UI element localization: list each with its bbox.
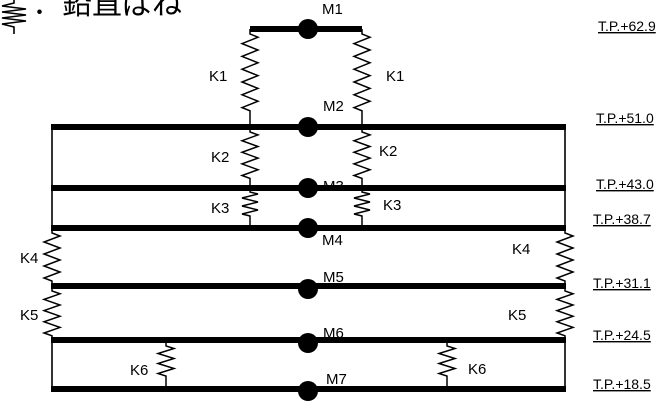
spring-label-k2-left: K2 [211, 149, 229, 166]
mass-point-m3 [298, 178, 318, 198]
frame-lines [51, 127, 566, 389]
mass-point-m4 [298, 218, 318, 238]
mass-label-m1: M1 [322, 1, 343, 18]
spring-label-k3-left: K3 [211, 200, 229, 217]
spring-k2-left [239, 127, 261, 188]
level-label-31-1: T.P.+31.1 [593, 275, 651, 291]
mass-label-m7: M7 [326, 371, 347, 388]
spring-label-k1-left: K1 [209, 68, 227, 85]
legend-text: ：鉛直ばね [32, 0, 182, 21]
spring-label-k5-left: K5 [20, 307, 38, 324]
spring-k5-right [554, 286, 576, 340]
spring-labels: K1 K1 K2 K2 K3 K3 K4 K4 K5 K5 K6 K6 [20, 68, 530, 379]
spring-label-k5-right: K5 [508, 307, 526, 324]
spring-k2-right [351, 127, 373, 188]
spring-label-k6-left: K6 [130, 362, 148, 379]
legend: ：鉛直ばね [1, 0, 182, 34]
spring-k1-left [239, 29, 261, 127]
level-label-51-0: T.P.+51.0 [596, 110, 654, 126]
spring-k6-right [436, 340, 458, 389]
mass-labels: M1 M2 M3 M4 M5 M6 M7 [322, 1, 347, 388]
mass-point-m1 [298, 19, 318, 39]
elevation-labels: T.P.+62.9 T.P.+51.0 T.P.+43.0 T.P.+38.7 … [593, 18, 656, 392]
spring-label-k4-left: K4 [20, 250, 38, 267]
spring-label-k1-right: K1 [386, 68, 404, 85]
level-label-18-5: T.P.+18.5 [593, 376, 651, 392]
mass-point-m6 [298, 333, 318, 353]
mass-points [298, 19, 318, 401]
spring-k1-right [351, 29, 373, 127]
spring-k4-right [554, 228, 576, 286]
springs [41, 29, 576, 389]
spring-label-k6-right: K6 [468, 361, 486, 378]
level-label-43-0: T.P.+43.0 [596, 176, 654, 192]
spring-label-k2-right: K2 [379, 143, 397, 160]
level-label-62-9: T.P.+62.9 [598, 18, 656, 34]
mass-label-m6: M6 [323, 325, 344, 342]
spring-k6-left [155, 340, 177, 389]
mass-label-m2: M2 [323, 98, 344, 115]
mass-point-m2 [298, 117, 318, 137]
mass-point-m7 [298, 381, 318, 401]
mass-label-m5: M5 [323, 269, 344, 286]
mass-label-m3: M3 [323, 178, 344, 195]
spring-k5-left [41, 286, 63, 340]
level-label-24-5: T.P.+24.5 [593, 327, 651, 343]
spring-label-k4-right: K4 [512, 241, 530, 258]
level-label-38-7: T.P.+38.7 [593, 211, 651, 227]
spring-k3-right [353, 188, 371, 228]
legend-spring-icon [1, 0, 27, 34]
mass-label-m4: M4 [322, 232, 343, 249]
mass-point-m5 [298, 279, 318, 299]
spring-label-k3-right: K3 [383, 197, 401, 214]
spring-k3-left [241, 188, 259, 228]
spring-k4-left [41, 228, 63, 286]
